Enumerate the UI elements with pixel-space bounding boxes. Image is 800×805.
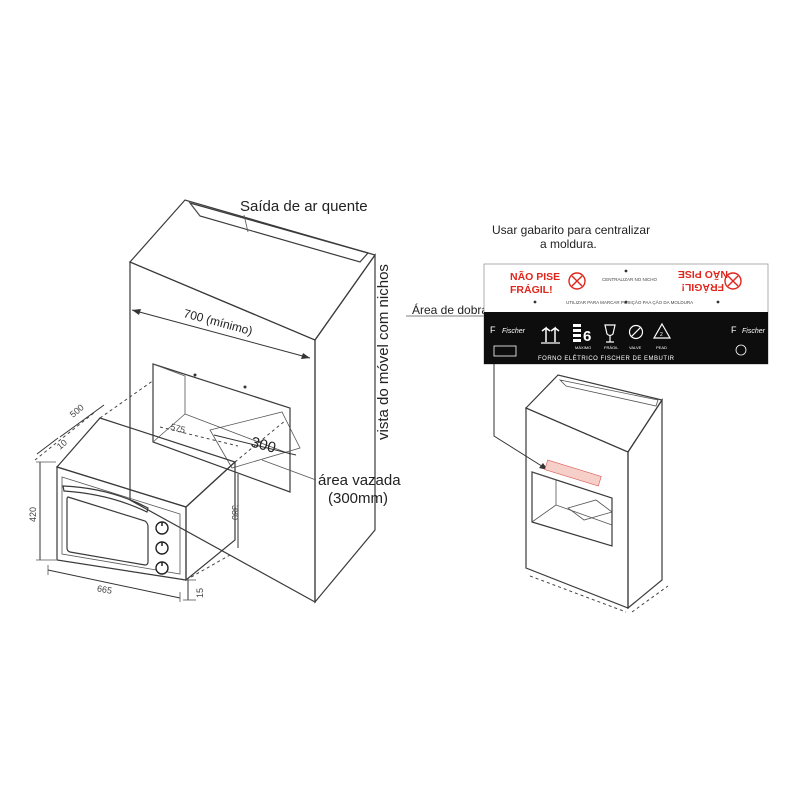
center-note: CENTRALIZAR NO NICHO xyxy=(602,277,658,282)
template-black-band xyxy=(484,312,768,364)
template-arrow xyxy=(493,364,549,471)
frame-note: UTILIZAR PARA MARCAR POSIÇÃO PAA ÇÃO DA … xyxy=(566,299,693,305)
recycle-caption: PEAD xyxy=(656,345,667,350)
stack-limit-icon: 6 MÁXIMO xyxy=(573,324,591,350)
cutout-area-outline xyxy=(209,411,301,469)
dim-575-label: 575 xyxy=(169,422,186,436)
small-cabinet-side xyxy=(627,397,663,610)
cutout-label-line2: (300mm) xyxy=(328,490,388,507)
small-cabinet-niche xyxy=(531,471,613,547)
side-view-label: vista do móvel com nichos xyxy=(375,264,392,440)
template-note-line2: a moldura. xyxy=(540,237,597,251)
svg-text:F: F xyxy=(731,325,737,335)
fragile-caption: FRÁGIL xyxy=(604,345,619,350)
right-template-figure: Usar gabarito para centralizar a moldura… xyxy=(406,223,769,613)
left-cabinet-figure: 700 (mínimo) Saída de ar quente vista do… xyxy=(28,198,401,604)
brand-left: Fischer xyxy=(502,328,526,335)
width-dimension-line xyxy=(131,309,311,359)
this-way-up-icon xyxy=(541,326,560,344)
fold-area-label: Área de dobra xyxy=(412,302,488,317)
brand-right: Fischer xyxy=(742,328,766,335)
seal-icon xyxy=(735,344,747,356)
warn-right-line2: NÃO PISE xyxy=(678,268,728,281)
dim-665-label: 665 xyxy=(96,583,113,595)
svg-text:F: F xyxy=(490,325,496,335)
no-step-icon-right xyxy=(724,272,742,290)
cabinet-side-face xyxy=(314,253,376,604)
no-step-icon-left xyxy=(568,272,586,290)
svg-text:2: 2 xyxy=(660,332,663,338)
template-marking-on-niche xyxy=(544,459,602,487)
dim-500-label: 500 xyxy=(68,402,86,419)
small-cabinet-front xyxy=(525,407,629,609)
recycle-icon: 2 PEAD xyxy=(652,322,672,350)
dim-15-label: 15 xyxy=(195,588,205,598)
hot-air-label: Saída de ar quente xyxy=(240,198,368,215)
fragile-glass-icon: FRÁGIL xyxy=(604,324,619,350)
warn-right-line1: FRÁGIL! xyxy=(681,281,724,294)
barcode-box xyxy=(493,345,517,357)
warn-left-line2: FRÁGIL! xyxy=(510,283,553,296)
oven-handle xyxy=(62,485,149,513)
oven-knobs xyxy=(155,521,169,575)
fold-caption: VALVE xyxy=(629,345,642,350)
no-hook-icon: VALVE xyxy=(628,324,644,350)
dim-420-label: 420 xyxy=(28,507,38,522)
bottom-caption: FORNO ELÉTRICO FISCHER DE EMBUTIR xyxy=(538,355,675,362)
stack-caption: MÁXIMO xyxy=(575,345,591,350)
dim-300-label: 300 xyxy=(249,434,278,457)
frame-template-sheet: NÃO PISE FRÁGIL! CENTRALIZAR NO NICHO UT… xyxy=(483,263,769,365)
cutout-label-line1: área vazada xyxy=(318,472,401,489)
warn-left-line1: NÃO PISE xyxy=(510,270,560,283)
dim-10-label: 10 xyxy=(55,437,69,451)
oven-side xyxy=(185,460,236,582)
template-note-line1: Usar gabarito para centralizar xyxy=(492,223,650,237)
oven-window xyxy=(66,496,149,566)
stack-number: 6 xyxy=(583,328,591,345)
cabinet-niche xyxy=(152,363,291,493)
